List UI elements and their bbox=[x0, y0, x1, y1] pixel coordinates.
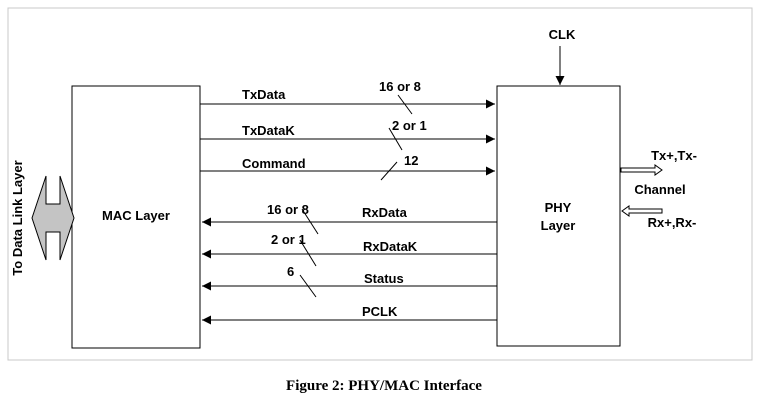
phy-layer-label-line2: Layer bbox=[541, 218, 576, 233]
tx-hollow-arrow bbox=[620, 164, 663, 176]
command-label: Command bbox=[242, 156, 306, 171]
figure-caption: Figure 2: PHY/MAC Interface bbox=[286, 378, 482, 394]
txdata-width: 16 or 8 bbox=[379, 79, 421, 94]
rxdata-label: RxData bbox=[362, 205, 408, 220]
txdatak-width: 2 or 1 bbox=[392, 118, 427, 133]
rx-label: Rx+,Rx- bbox=[648, 215, 697, 230]
channel-label: Channel bbox=[634, 182, 685, 197]
txdata-label: TxData bbox=[242, 87, 286, 102]
phy-layer-block bbox=[496, 85, 621, 347]
signal-txdata: TxData 16 or 8 bbox=[200, 79, 495, 115]
phy-layer-label-line1: PHY bbox=[545, 200, 572, 215]
rxdata-width: 16 or 8 bbox=[267, 202, 309, 217]
figure-frame bbox=[7, 7, 753, 361]
signal-rxdata: 16 or 8 RxData bbox=[202, 202, 497, 235]
rx-hollow-arrow bbox=[621, 205, 663, 217]
status-width: 6 bbox=[287, 264, 294, 279]
rxdatak-bus-slash bbox=[299, 239, 317, 267]
signal-rxdatak: 2 or 1 RxDataK bbox=[202, 232, 497, 267]
command-width: 12 bbox=[404, 153, 418, 168]
txdatak-bus-slash bbox=[388, 127, 403, 151]
rxdata-bus-slash bbox=[301, 208, 319, 235]
tx-label: Tx+,Tx- bbox=[651, 148, 697, 163]
signal-command: Command 12 bbox=[200, 153, 495, 181]
txdatak-label: TxDataK bbox=[242, 123, 295, 138]
status-bus-slash bbox=[299, 274, 317, 298]
rxdatak-width: 2 or 1 bbox=[271, 232, 306, 247]
status-label: Status bbox=[364, 271, 404, 286]
mac-layer-label: MAC Layer bbox=[102, 208, 170, 223]
data-link-label: To Data Link Layer bbox=[10, 160, 25, 275]
txdata-bus-slash bbox=[397, 94, 413, 115]
pclk-label: PCLK bbox=[362, 304, 398, 319]
rxdatak-label: RxDataK bbox=[363, 239, 418, 254]
signal-status: 6 Status bbox=[202, 264, 497, 298]
clk-label: CLK bbox=[549, 27, 576, 42]
signal-txdatak: TxDataK 2 or 1 bbox=[200, 118, 495, 151]
signal-pclk: PCLK bbox=[202, 304, 497, 325]
data-link-double-arrow bbox=[31, 175, 75, 261]
command-bus-slash bbox=[380, 161, 398, 181]
